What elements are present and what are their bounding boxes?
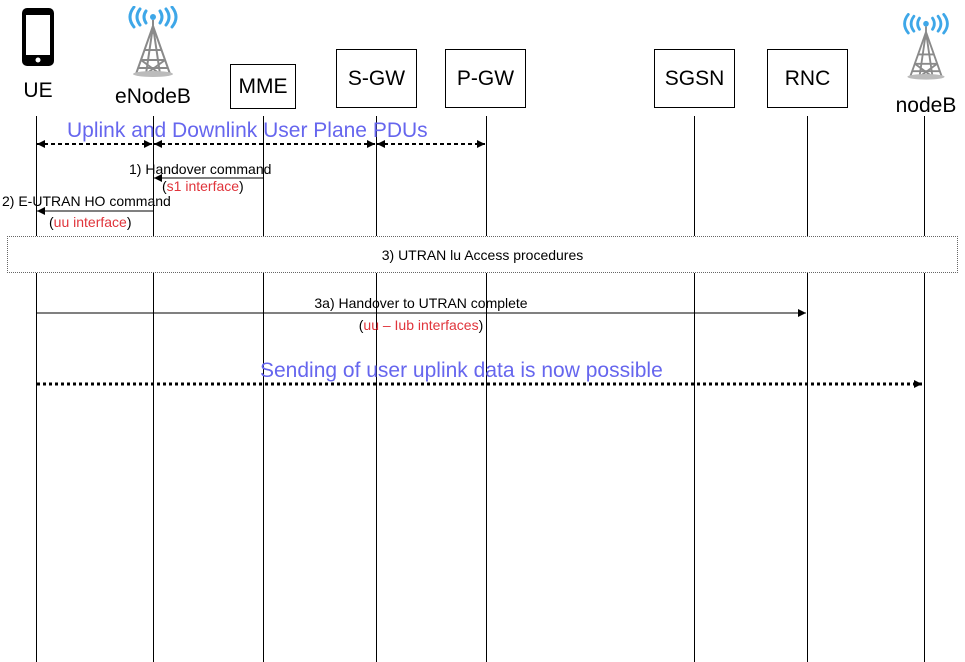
nodeb-label: nodeB (895, 94, 957, 117)
sgw-label: S-GW (347, 66, 406, 90)
pgw-box: P-GW (445, 49, 526, 108)
lifeline-nodeb (924, 116, 925, 662)
lifeline-sgw (376, 116, 377, 662)
antenna-tower-icon (128, 6, 178, 77)
sgw-box: S-GW (336, 49, 417, 108)
lifeline-ue (36, 116, 37, 662)
ue-label: UE (23, 79, 53, 102)
lifeline-enodeb (153, 116, 154, 662)
rnc-label: RNC (784, 66, 831, 90)
handover-command-label: 1) Handover command (129, 161, 272, 177)
uplink-possible-banner: Sending of user uplink data is now possi… (260, 359, 663, 382)
paren-close: ) (478, 317, 484, 333)
pgw-label: P-GW (456, 66, 515, 90)
utran-access-procedure-box: 3) UTRAN lu Access procedures (7, 236, 958, 273)
paren-open: ( (162, 178, 167, 194)
sgsn-label: SGSN (664, 66, 725, 90)
sgsn-box: SGSN (654, 49, 735, 108)
uu-interface-label: uu interface (53, 214, 127, 230)
eutran-ho-command-interface: (uu interface) (49, 214, 132, 230)
lifeline-mme (263, 116, 264, 662)
enodeb-label: eNodeB (115, 85, 191, 108)
paren-close: ) (126, 214, 132, 230)
paren-open: ( (49, 214, 54, 230)
phone-icon (22, 8, 54, 66)
paren-close: ) (239, 178, 244, 194)
antenna-tower-icon (903, 13, 949, 80)
handover-complete-label: 3a) Handover to UTRAN complete (314, 295, 528, 311)
mme-box: MME (230, 64, 296, 109)
rnc-box: RNC (767, 49, 848, 108)
lifeline-sgsn (694, 116, 695, 662)
s1-interface-label: s1 interface (166, 178, 240, 194)
mme-label: MME (238, 74, 288, 98)
procedure-label: 3) UTRAN lu Access procedures (381, 246, 584, 263)
lifeline-pgw (486, 116, 487, 662)
handover-complete-interface: (uu – Iub interfaces) (359, 317, 484, 333)
uu-iub-interfaces-label: uu – Iub interfaces (363, 317, 479, 333)
user-plane-banner: Uplink and Downlink User Plane PDUs (67, 119, 428, 142)
handover-command-interface: (s1 interface) (162, 178, 244, 194)
lifeline-rnc (807, 116, 808, 662)
eutran-ho-command-label: 2) E-UTRAN HO command (2, 193, 171, 209)
paren-open: ( (358, 317, 364, 333)
